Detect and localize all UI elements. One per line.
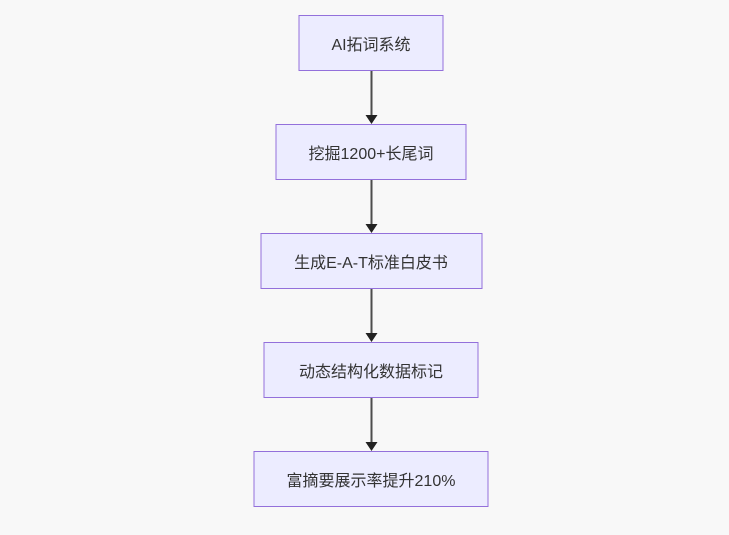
flow-node-ai-keyword-system: AI拓词系统	[298, 15, 444, 71]
flowchart: AI拓词系统 挖掘1200+长尾词 生成E-A-T标准白皮书 动态结构化数据标记	[253, 15, 489, 507]
flow-node-eat-whitepaper: 生成E-A-T标准白皮书	[260, 233, 482, 289]
flow-arrow-2	[365, 180, 377, 233]
arrow-head-down-icon	[365, 224, 377, 233]
arrow-head-down-icon	[365, 442, 377, 451]
flow-node-longtail-mining: 挖掘1200+长尾词	[275, 124, 467, 180]
arrow-head-down-icon	[365, 333, 377, 342]
arrow-line	[370, 398, 372, 444]
arrow-line	[370, 71, 372, 117]
flow-node-label: 动态结构化数据标记	[298, 364, 443, 381]
flow-node-label: 挖掘1200+长尾词	[308, 146, 434, 163]
flow-node-rich-snippet-result: 富摘要展示率提升210%	[253, 451, 489, 507]
flow-arrow-3	[365, 289, 377, 342]
flow-node-label: 生成E-A-T标准白皮书	[294, 255, 448, 272]
arrow-line	[370, 289, 372, 335]
arrow-line	[370, 180, 372, 226]
flow-node-structured-data-markup: 动态结构化数据标记	[263, 342, 479, 398]
flow-arrow-4	[365, 398, 377, 451]
flow-node-label: 富摘要展示率提升210%	[286, 473, 456, 490]
flow-arrow-1	[365, 71, 377, 124]
arrow-head-down-icon	[365, 115, 377, 124]
flow-node-label: AI拓词系统	[331, 37, 411, 54]
